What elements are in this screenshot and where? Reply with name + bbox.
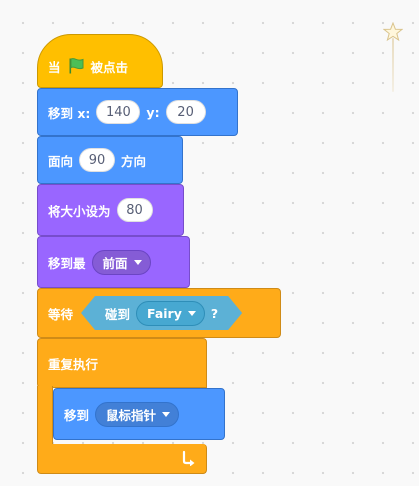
chevron-down-icon <box>162 411 171 417</box>
target-dropdown-value: 鼠标指针 <box>106 407 157 423</box>
layer-dropdown-value: 前面 <box>102 255 128 271</box>
hat-label-after: 被点击 <box>90 59 129 75</box>
forever-top: 重复执行 <box>37 338 207 388</box>
green-flag-icon <box>69 58 84 74</box>
touching-target-dropdown[interactable]: Fairy <box>136 301 205 326</box>
loop-arrow-icon <box>182 450 195 466</box>
star-icon <box>383 22 403 42</box>
set-size-block[interactable]: 将大小设为 80 <box>37 184 184 236</box>
y-label: y: <box>146 104 160 120</box>
go-to-layer-block[interactable]: 移到最 前面 <box>37 236 190 288</box>
forever-arm <box>37 386 53 446</box>
go-to-xy-block[interactable]: 移到 x: 140 y: 20 <box>37 88 238 136</box>
star-tail <box>392 38 394 92</box>
forever-label: 重复执行 <box>48 356 99 372</box>
target-dropdown[interactable]: 鼠标指针 <box>95 401 180 427</box>
hat-label-before: 当 <box>48 59 61 75</box>
go-to-target-label: 移到 <box>64 407 90 423</box>
point-direction-label: 面向 <box>48 153 74 169</box>
go-to-target-block[interactable]: 移到 鼠标指针 <box>53 388 225 440</box>
set-size-label: 将大小设为 <box>48 203 111 219</box>
when-flag-clicked-block[interactable]: 当 被点击 <box>37 34 163 88</box>
forever-bottom <box>37 444 207 474</box>
wait-until-label: 等待 <box>48 306 74 322</box>
wait-until-block[interactable]: 等待 碰到 Fairy ? <box>37 288 281 338</box>
point-in-direction-block[interactable]: 面向 90 方向 <box>37 136 183 184</box>
touching-condition-block[interactable]: 碰到 Fairy ? <box>81 296 242 330</box>
go-to-xy-label: 移到 x: <box>48 105 91 121</box>
direction-value-input[interactable]: 90 <box>79 148 116 172</box>
y-value-input[interactable]: 20 <box>165 100 206 124</box>
chevron-down-icon <box>133 259 142 265</box>
go-to-layer-label: 移到最 <box>48 255 86 271</box>
touching-target-value: Fairy <box>147 305 182 321</box>
x-value-input[interactable]: 140 <box>96 100 141 124</box>
direction-suffix: 方向 <box>121 153 147 169</box>
touching-suffix: ? <box>210 305 219 321</box>
touching-label: 碰到 <box>105 306 131 322</box>
forever-block[interactable]: 重复执行 <box>37 338 207 474</box>
size-value-input[interactable]: 80 <box>116 198 153 222</box>
chevron-down-icon <box>188 311 196 316</box>
layer-dropdown[interactable]: 前面 <box>91 249 151 275</box>
